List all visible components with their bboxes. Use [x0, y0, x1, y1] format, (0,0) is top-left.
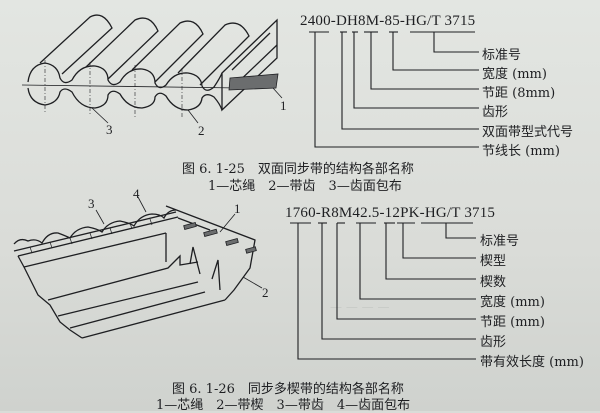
label-pitch: 节距 (mm) [480, 315, 545, 330]
callout-1: 1 [234, 201, 241, 216]
label-wedge-type: 楔型 [480, 254, 507, 269]
label-tooth-profile: 齿形 [480, 335, 507, 350]
caption-legend-25: 1—芯绳 2—带齿 3—齿面包布 [208, 179, 402, 194]
caption-title-26: 图 6. 1-26 同步多楔带的结构各部名称 [172, 382, 404, 397]
callout-2: 2 [262, 285, 269, 300]
label-pitch-length: 节线长 (mm) [482, 144, 560, 159]
label-standard-no: 标准号 [480, 234, 520, 249]
label-wedge-count: 楔数 [480, 275, 507, 290]
label-width: 宽度 (mm) [482, 67, 547, 82]
designation-code-26: 1760-R8M42.5-12PK-HG/T 3715 [285, 205, 496, 221]
label-width: 宽度 (mm) [480, 295, 545, 310]
callout-1: 1 [280, 98, 287, 113]
label-pitch: 节距 (8mm) [482, 86, 556, 101]
callout-2: 2 [198, 123, 205, 138]
callout-3: 3 [106, 122, 113, 137]
caption-title-25: 图 6. 1-25 双面同步带的结构各部名称 [182, 162, 414, 177]
caption-legend-26: 1—芯绳 2—带楔 3—带齿 4—齿面包布 [156, 398, 411, 413]
label-tooth-profile: 齿形 [482, 105, 509, 120]
label-effective-length: 带有效长度 (mm) [480, 355, 584, 370]
callout-4: 4 [133, 186, 140, 201]
label-double-sided-type-code: 双面带型式代号 [482, 125, 574, 140]
bleed-through-text: — — — — [330, 300, 390, 314]
callout-3: 3 [88, 196, 95, 211]
designation-code-25: 2400-DH8M-85-HG/T 3715 [300, 13, 476, 29]
label-standard-no: 标准号 [482, 48, 522, 63]
